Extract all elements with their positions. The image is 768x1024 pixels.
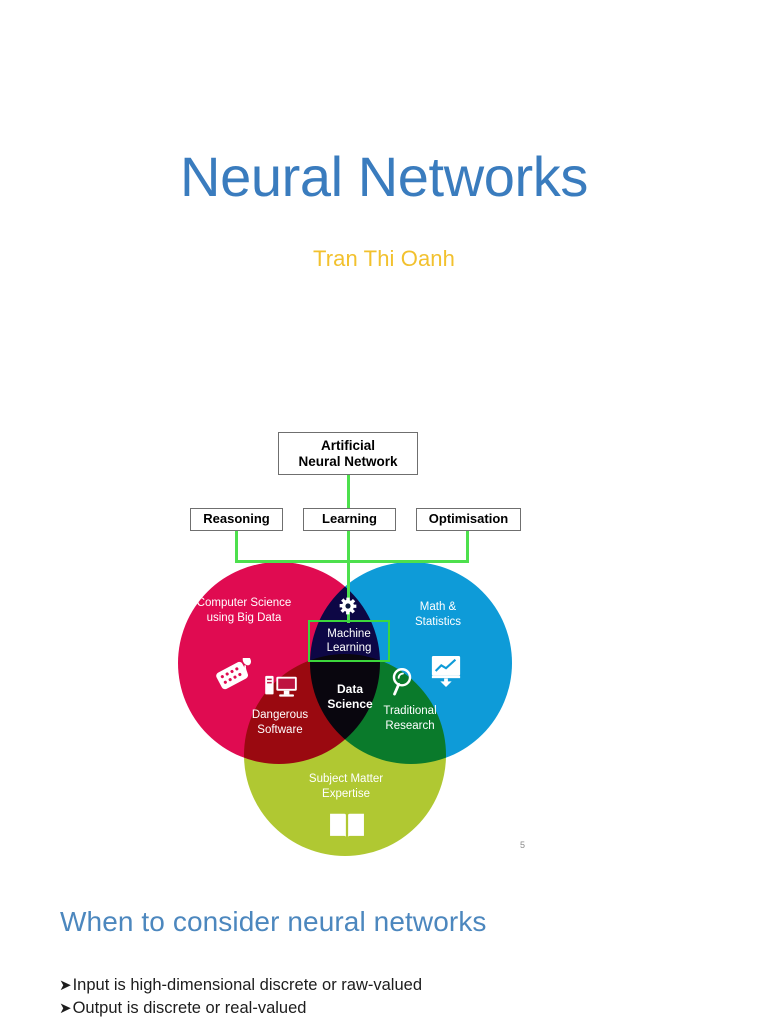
list-item: ➤Input is high-dimensional discrete or r…: [59, 974, 719, 997]
presentation-chart-icon: [430, 654, 462, 693]
venn-highlight-machine-learning: Machine Learning: [308, 620, 390, 662]
page-title: Neural Networks: [180, 145, 588, 208]
desktop-computer-icon: [264, 674, 298, 705]
bullet-text: Output is discrete or real-valued: [72, 999, 307, 1018]
list-item: ➤Output is discrete or real-valued: [59, 997, 719, 1020]
connector-optimisation-stub: [466, 529, 469, 563]
section-heading: When to consider neural networks: [60, 906, 487, 937]
ml-line2: Learning: [326, 642, 372, 654]
gear-icon: [338, 596, 358, 621]
node-optimisation: Optimisation: [416, 508, 521, 531]
bullet-list: ➤Input is high-dimensional discrete or r…: [59, 974, 719, 1021]
venn-label-data-science: Data Science: [303, 682, 397, 712]
slide-number: 5: [520, 840, 526, 850]
open-book-icon: [327, 810, 367, 847]
connector-reasoning-stub: [235, 529, 238, 563]
magnifier-icon: [388, 666, 416, 701]
keyboard-mouse-icon: [216, 655, 258, 697]
bullet-arrow-icon: ➤: [59, 977, 72, 994]
connector-horizontal-bus: [235, 560, 469, 563]
node-reasoning: Reasoning: [190, 508, 283, 531]
ann-label-line1: Artificial: [320, 438, 375, 454]
neural-network-taxonomy-figure: Artificial Neural Network Reasoning Lear…: [158, 428, 538, 868]
connector-to-machine-learning: [347, 560, 350, 623]
ml-line1: Machine: [327, 627, 371, 640]
connector-learning-stub: [347, 529, 350, 563]
bullet-text: Input is high-dimensional discrete or ra…: [72, 976, 423, 994]
bullet-arrow-icon: ➤: [59, 1000, 72, 1018]
connector-root-vertical: [347, 474, 350, 510]
node-learning: Learning: [303, 508, 396, 531]
ds-line2: Science: [327, 697, 373, 711]
ann-label-line2: Neural Network: [298, 453, 398, 469]
node-artificial-neural-network: Artificial Neural Network: [278, 432, 418, 475]
author-subtitle: Tran Thi Oanh: [313, 246, 455, 271]
data-science-venn-diagram: Computer Science using Big Data Math & S…: [158, 548, 538, 868]
ds-line1: Data: [336, 682, 363, 696]
